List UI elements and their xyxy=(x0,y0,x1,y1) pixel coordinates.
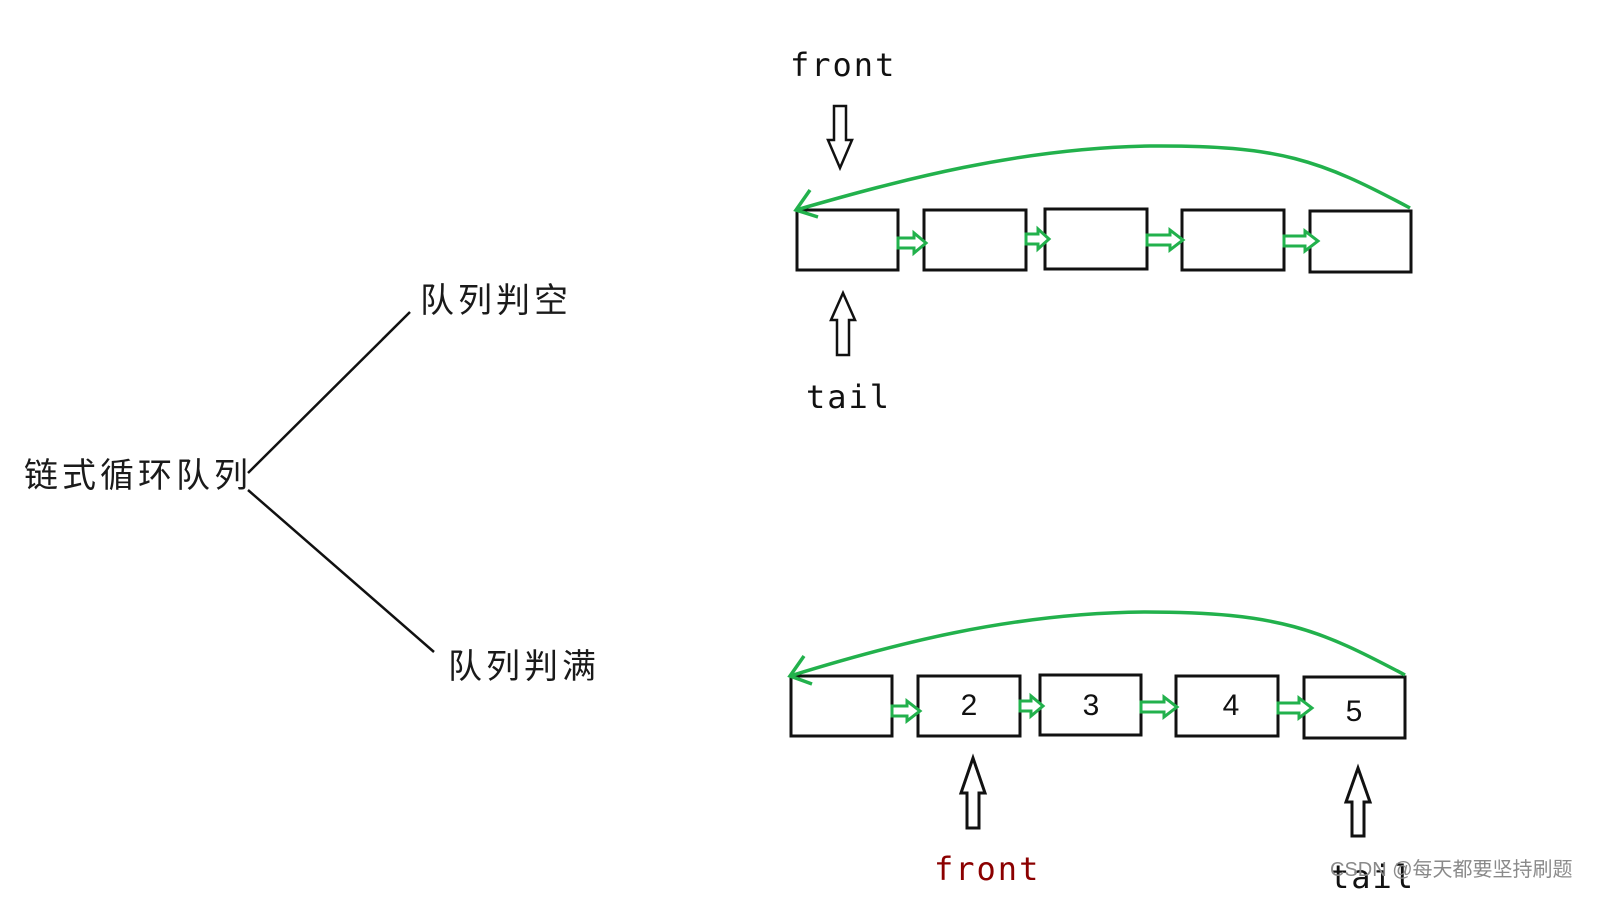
full-node-value-5: 5 xyxy=(1346,695,1363,728)
empty-link-arrow-1 xyxy=(896,229,929,257)
full-link-arrow-1 xyxy=(890,697,923,725)
watermark: CSDN @每天都要坚持刷题 xyxy=(1330,858,1573,881)
branch-line-empty xyxy=(247,311,411,474)
empty-link-arrow-4 xyxy=(1282,227,1321,255)
branch-line-full xyxy=(247,489,435,653)
empty-node-3 xyxy=(1043,207,1149,271)
empty-front-pointer-arrow xyxy=(826,104,854,172)
empty-link-arrows xyxy=(896,225,1321,257)
full-front-label: front xyxy=(934,850,1040,888)
empty-node-4 xyxy=(1180,208,1286,272)
branch-label-full: 队列判满 xyxy=(448,647,600,687)
empty-link-arrow-3 xyxy=(1145,226,1186,254)
full-loop-arrow xyxy=(789,610,1406,678)
full-node-value-3: 3 xyxy=(1083,689,1100,722)
empty-node-1 xyxy=(795,208,900,272)
full-tail-label: tail xyxy=(1330,858,1415,896)
empty-queue-nodes xyxy=(795,207,1413,274)
empty-link-arrow-2 xyxy=(1024,225,1052,253)
root-label: 链式循环队列 xyxy=(24,456,252,496)
empty-node-5 xyxy=(1308,209,1413,274)
empty-loop-arrowhead xyxy=(793,188,819,219)
branch-label-empty: 队列判空 xyxy=(420,281,572,321)
empty-tail-label: tail xyxy=(806,378,891,416)
full-link-arrow-4 xyxy=(1276,694,1315,722)
empty-loop-arrow xyxy=(795,144,1411,212)
full-node-value-2: 2 xyxy=(961,689,978,722)
full-link-arrow-2 xyxy=(1018,692,1046,720)
full-link-arrow-3 xyxy=(1139,693,1180,721)
full-queue-nodes xyxy=(789,673,1407,740)
empty-node-2 xyxy=(922,208,1028,272)
full-loop-arrowhead xyxy=(787,654,813,686)
full-tail-pointer-arrow xyxy=(1343,763,1373,838)
full-node-1 xyxy=(789,674,894,738)
full-front-pointer-arrow xyxy=(958,753,988,830)
full-node-value-4: 4 xyxy=(1223,689,1240,722)
empty-front-label: front xyxy=(790,46,896,84)
empty-tail-pointer-arrow xyxy=(829,289,857,357)
full-link-arrows xyxy=(890,692,1315,725)
